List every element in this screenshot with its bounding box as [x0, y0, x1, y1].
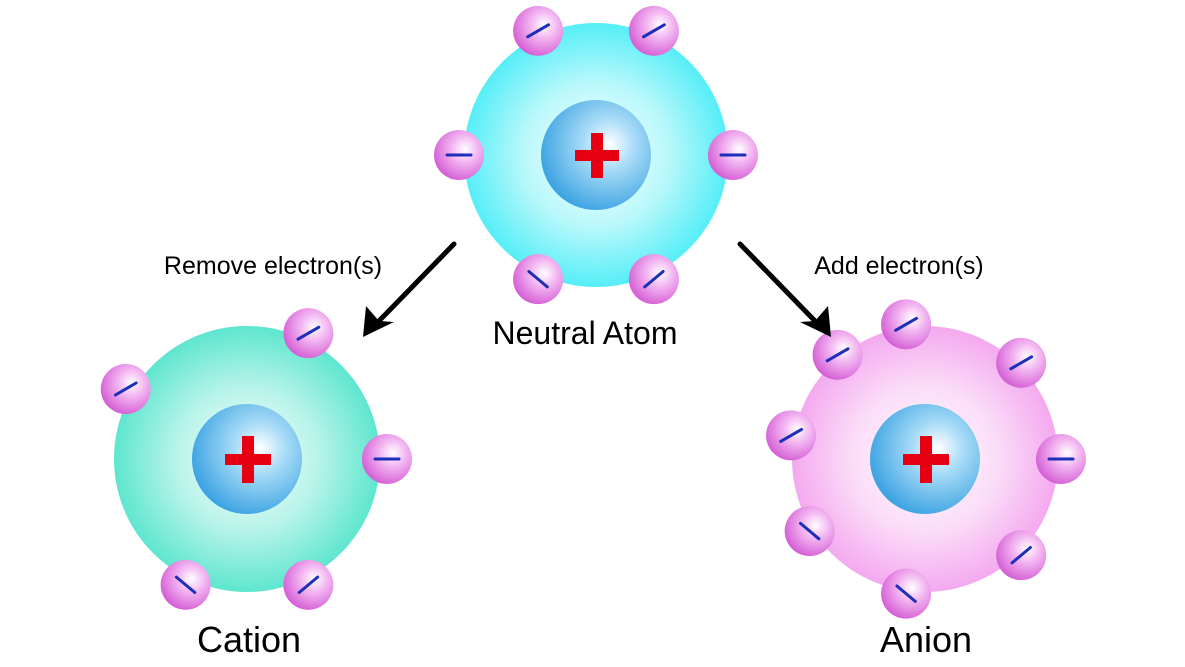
electron-icon	[784, 506, 835, 557]
anion-electrons	[766, 299, 1086, 619]
cation-electrons	[100, 308, 412, 610]
electron-icon	[362, 434, 412, 484]
neutral-proton-plus-icon	[575, 133, 619, 178]
electron-icon	[628, 254, 679, 305]
cation-atom	[100, 308, 412, 610]
electron-icon	[100, 364, 151, 414]
electron-icon	[881, 299, 932, 350]
cation-label: Cation	[197, 619, 301, 660]
electron-icon	[812, 329, 863, 380]
electron-icon	[996, 530, 1047, 581]
add-electron-arrow-icon	[737, 241, 831, 337]
electron-icon	[434, 130, 484, 180]
electron-icon	[628, 5, 679, 56]
electron-icon	[513, 5, 564, 56]
neutral-electrons	[434, 5, 758, 305]
anion-label: Anion	[880, 619, 972, 660]
neutral-atom-label: Neutral Atom	[493, 315, 678, 351]
electron-icon	[513, 254, 564, 305]
electron-icon	[1036, 434, 1086, 484]
cation-proton-plus-icon	[225, 436, 271, 483]
remove-electron-arrow-icon	[363, 241, 457, 337]
electron-icon	[160, 559, 211, 610]
electron-icon	[283, 559, 334, 610]
remove-electrons-label: Remove electron(s)	[164, 252, 382, 280]
electron-icon	[283, 308, 334, 359]
electron-icon	[766, 410, 817, 461]
electron-icon	[996, 337, 1047, 388]
add-electrons-label: Add electron(s)	[814, 252, 984, 280]
electron-icon	[708, 130, 758, 180]
anion-proton-plus-icon	[903, 436, 949, 483]
anion-atom	[766, 299, 1086, 619]
electron-icon	[881, 568, 932, 619]
neutral-atom	[434, 5, 758, 305]
